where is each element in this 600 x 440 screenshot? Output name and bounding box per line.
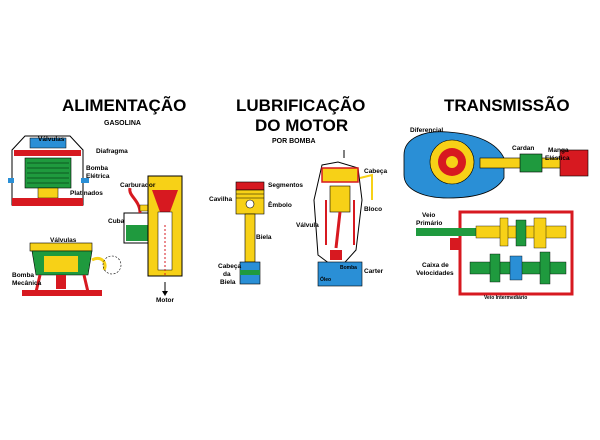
label-cabeca-biela-2: da <box>223 271 231 278</box>
label-veio-primario-1: Veio <box>422 212 436 219</box>
label-bomba-eletrica-1: Bomba <box>86 165 109 172</box>
subtitle-por-bomba: POR BOMBA <box>272 138 316 145</box>
label-veio-primario-2: Primário <box>416 220 443 227</box>
subtitle-gasolina: GASOLINA <box>104 120 141 127</box>
label-caixa-1: Caixa de <box>422 262 449 269</box>
label-valvula: Válvula <box>296 222 319 229</box>
label-cuba: Cuba <box>108 218 125 225</box>
label-caixa-2: Velocidades <box>416 270 454 277</box>
label-bomba-mecanica-2: Mecânica <box>12 280 42 287</box>
title-alimentacao: ALIMENTAÇÃO <box>62 96 187 115</box>
label-embolo: Êmbolo <box>268 202 292 209</box>
label-diafragma: Diafragma <box>96 148 128 155</box>
electric-fuel-pump <box>8 135 89 206</box>
label-valvulas-bottom: Válvulas <box>50 237 77 244</box>
differential-assembly <box>403 131 589 199</box>
label-segmentos: Segmentos <box>268 182 304 189</box>
label-cabeca-biela-3: Biela <box>220 279 236 286</box>
label-bomba-oleo: Bomba <box>340 265 357 271</box>
label-cardan: Cardan <box>512 145 535 152</box>
label-biela: Biela <box>256 234 272 241</box>
label-cavilha: Cavilha <box>209 196 233 203</box>
label-diferencial: Diferencial <box>410 127 444 134</box>
title-transmissao: TRANSMISSÃO <box>444 96 570 115</box>
label-carburador: Carburador <box>120 182 156 189</box>
label-oleo: Óleo <box>320 277 332 283</box>
label-manga-1: Manga <box>548 147 569 154</box>
label-bloco: Bloco <box>364 206 383 213</box>
gearbox-assembly <box>416 210 574 296</box>
label-manga-2: Elástica <box>545 155 570 162</box>
mechanical-fuel-pump <box>22 242 122 296</box>
label-cabeca-biela-1: Cabeça <box>218 263 242 270</box>
label-motor: Motor <box>156 297 175 304</box>
label-veio-intermediario: Veio Intermediário <box>484 295 528 301</box>
intake-column <box>147 175 183 296</box>
label-bomba-mecanica-1: Bomba <box>12 272 35 279</box>
label-platinados: Platinados <box>70 190 103 197</box>
label-bomba-eletrica-2: Elétrica <box>86 173 110 180</box>
title-lubrificacao-line1: LUBRIFICAÇÃO <box>236 96 366 115</box>
title-lubrificacao-line2: DO MOTOR <box>255 116 349 135</box>
label-carter: Carter <box>364 268 384 275</box>
engine-cutaway <box>313 150 373 287</box>
label-cabeca: Cabeça <box>364 168 388 175</box>
label-valvulas-top: Válvulas <box>38 136 65 143</box>
piston-rod-assembly <box>235 181 265 285</box>
